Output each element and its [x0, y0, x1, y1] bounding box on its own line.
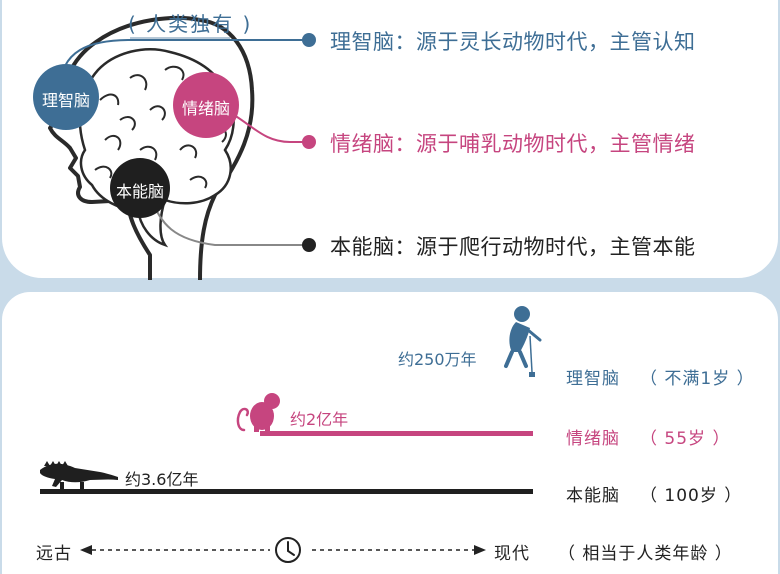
head-outline	[48, 15, 255, 281]
emotional-row-relative-age: （ 55岁 ）	[640, 429, 731, 449]
axis-right-label: 现代	[494, 544, 530, 564]
rational-brain-label: 理智脑	[41, 91, 90, 110]
legend-instinct: 本能脑：源于爬行动物时代，主管本能	[330, 235, 696, 259]
instinct-brain-label: 本能脑	[115, 182, 164, 201]
legend-emotional: 情绪脑：源于哺乳动物时代，主管情绪	[330, 132, 696, 156]
instinct-row-brain: 本能脑	[566, 486, 620, 506]
axis-left-label: 远古	[36, 544, 72, 564]
instinct-age-label: 约3.6亿年	[125, 470, 199, 489]
emotional-brain-circle	[173, 72, 239, 138]
emotional-legend-dot	[302, 135, 316, 149]
emotional-row-brain: 情绪脑	[566, 429, 620, 449]
rational-brain-circle	[33, 64, 99, 130]
legend-rational: 理智脑：源于灵长动物时代，主管认知	[330, 30, 696, 54]
human-only-label: ( 人类独有 )	[128, 12, 253, 36]
monkey-icon	[236, 393, 280, 432]
rational-row-relative-age: （ 不满1岁 ）	[640, 369, 755, 389]
instinct-row-relative-age: （ 100岁 ）	[640, 486, 743, 506]
instinct-timeline-bar	[40, 489, 533, 494]
emotional-brain-label: 情绪脑	[181, 99, 230, 118]
emotional-timeline-bar	[260, 431, 533, 436]
axis-note: （ 相当于人类年龄 ）	[558, 544, 733, 564]
primate-icon	[504, 306, 542, 377]
rational-age-label: 约250万年	[398, 350, 477, 369]
crocodile-icon	[40, 461, 118, 489]
instinct-brain-circle	[110, 158, 170, 218]
instinct-legend-dot	[302, 238, 316, 252]
emotional-age-label: 约2亿年	[290, 410, 349, 429]
clock-icon	[275, 537, 301, 563]
rational-legend-dot	[302, 33, 316, 47]
rational-row-brain: 理智脑	[566, 369, 620, 389]
